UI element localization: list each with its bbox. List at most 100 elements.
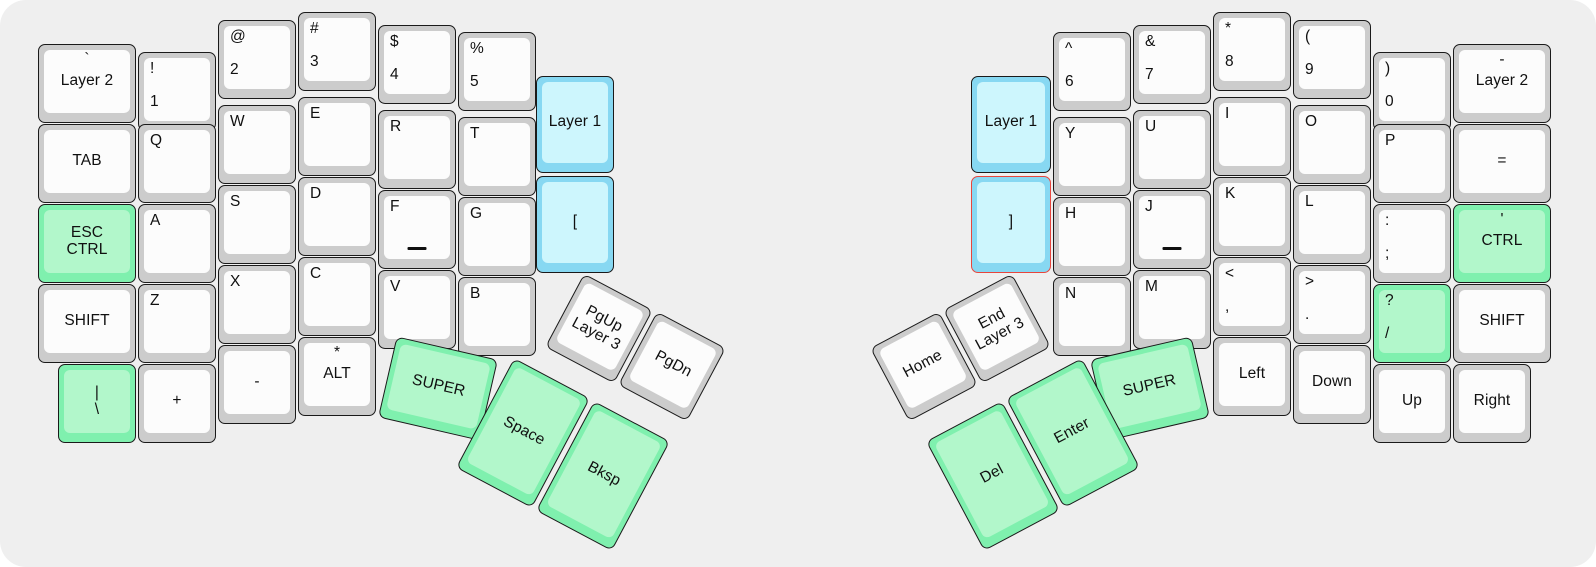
key-r-6[interactable]: ^ 6 [1053,32,1131,111]
key-l-shift[interactable]: SHIFT [38,284,136,363]
keycap-l-r: R [384,116,450,179]
key-r-shift[interactable]: SHIFT [1453,284,1551,363]
key-l-b[interactable]: B [458,277,536,356]
key-r-p[interactable]: P [1373,124,1451,203]
key-legend-l-a: A [150,212,161,229]
keycap-r-up: Up [1379,370,1445,433]
key-l-x[interactable]: X [218,265,296,344]
keycap-r-quote-ctrl: 'CTRL [1459,210,1545,273]
key-legend-l-g: G [470,205,483,222]
key-legend-r-h: H [1065,205,1077,222]
key-l-layer1[interactable]: Layer 1 [536,76,614,173]
key-r-0[interactable]: ) 0 [1373,52,1451,131]
key-legend-r-7: & 7 [1145,33,1156,84]
key-legend-r-equal: = [1497,152,1507,170]
key-r-period[interactable]: > . [1293,265,1371,344]
key-r-slash[interactable]: ? / [1373,284,1451,363]
key-r-down[interactable]: Down [1293,345,1371,424]
key-legend-r-u: U [1145,118,1157,135]
keycap-r-9: ( 9 [1299,26,1365,89]
key-l-e[interactable]: E [298,97,376,176]
key-l-c[interactable]: C [298,257,376,336]
key-legend-l-3: # 3 [310,20,319,71]
keycap-r-o: O [1299,111,1365,174]
keycap-l-shift: SHIFT [44,290,130,353]
key-legend-l-alt: ALT [323,365,351,383]
keycap-r-l: L [1299,191,1365,254]
key-legend-l-c: C [310,265,322,282]
key-l-2[interactable]: @ 2 [218,20,296,99]
key-legend-r-enter: Enter [1051,414,1093,447]
key-r-y[interactable]: Y [1053,117,1131,196]
key-r-9[interactable]: ( 9 [1293,20,1371,99]
keycap-r-right: Right [1459,370,1525,433]
key-l-g[interactable]: G [458,197,536,276]
key-r-equal[interactable]: = [1453,124,1551,203]
key-l-tab[interactable]: TAB [38,124,136,203]
key-r-7[interactable]: & 7 [1133,25,1211,104]
key-l-s[interactable]: S [218,185,296,264]
key-legend-l-grave-layer2: Layer 2 [60,72,114,90]
key-r-rbracket[interactable]: ] [971,176,1051,273]
key-legend-r-o: O [1305,113,1318,130]
key-l-grave-layer2[interactable]: ` Layer 2 [38,44,136,123]
key-legend-r-9: ( 9 [1305,28,1314,79]
key-l-pipe-bslash[interactable]: | \ [58,364,136,443]
key-r-up[interactable]: Up [1373,364,1451,443]
key-r-i[interactable]: I [1213,97,1291,176]
key-r-layer1[interactable]: Layer 1 [971,76,1051,173]
key-legend-r-end-layer3: End Layer 3 [972,304,1027,354]
key-l-z[interactable]: Z [138,284,216,363]
key-legend-l-z: Z [150,292,160,309]
key-r-h[interactable]: H [1053,197,1131,276]
key-r-u[interactable]: U [1133,110,1211,189]
key-legend-l-esc-ctrl: ESC CTRL [66,223,108,258]
key-l-1[interactable]: ! 1 [138,52,216,131]
key-l-5[interactable]: % 5 [458,32,536,111]
key-l-f[interactable]: F [378,190,456,269]
key-r-o[interactable]: O [1293,105,1371,184]
key-r-j[interactable]: J [1133,190,1211,269]
key-l-lbracket[interactable]: [ [536,176,614,273]
key-l-esc-ctrl[interactable]: ESC CTRL [38,204,136,283]
key-legend-l-super: SUPER [410,371,467,401]
key-l-plus[interactable]: + [138,364,216,443]
key-l-t[interactable]: T [458,117,536,196]
key-legend-r-right: Right [1473,392,1511,410]
key-r-m[interactable]: M [1133,270,1211,349]
key-r-quote-ctrl[interactable]: 'CTRL [1453,204,1551,283]
key-r-semicolon[interactable]: : ; [1373,204,1451,283]
key-r-8[interactable]: * 8 [1213,12,1291,91]
key-l-alt[interactable]: *ALT [298,337,376,416]
keycap-r-shift: SHIFT [1459,290,1545,353]
key-legend-l-e: E [310,105,321,122]
keycap-l-b: B [464,283,530,346]
key-l-v[interactable]: V [378,270,456,349]
key-l-3[interactable]: # 3 [298,12,376,91]
key-l-q[interactable]: Q [138,124,216,203]
key-r-comma[interactable]: < , [1213,257,1291,336]
key-r-l[interactable]: L [1293,185,1371,264]
key-r-left[interactable]: Left [1213,337,1291,416]
keycap-r-k: K [1219,183,1285,246]
key-r-k[interactable]: K [1213,177,1291,256]
key-r-minus-layer2[interactable]: -Layer 2 [1453,44,1551,123]
key-r-right[interactable]: Right [1453,364,1531,443]
key-legend-r-shift: SHIFT [1479,312,1525,330]
key-legend-l-1: ! 1 [150,60,159,111]
key-r-n[interactable]: N [1053,277,1131,356]
key-l-minus[interactable]: - [218,345,296,424]
key-symbol-l-grave-layer2: ` [84,51,90,68]
keycap-r-semicolon: : ; [1379,210,1445,273]
keycap-l-d: D [304,183,370,246]
key-legend-l-shift: SHIFT [64,312,110,330]
key-l-4[interactable]: $ 4 [378,25,456,104]
key-l-r[interactable]: R [378,110,456,189]
key-l-w[interactable]: W [218,105,296,184]
key-legend-r-left: Left [1238,365,1266,383]
key-l-a[interactable]: A [138,204,216,283]
key-l-d[interactable]: D [298,177,376,256]
keycap-r-minus-layer2: -Layer 2 [1459,50,1545,113]
keycap-l-pipe-bslash: | \ [64,370,130,433]
key-legend-l-b: B [470,285,481,302]
